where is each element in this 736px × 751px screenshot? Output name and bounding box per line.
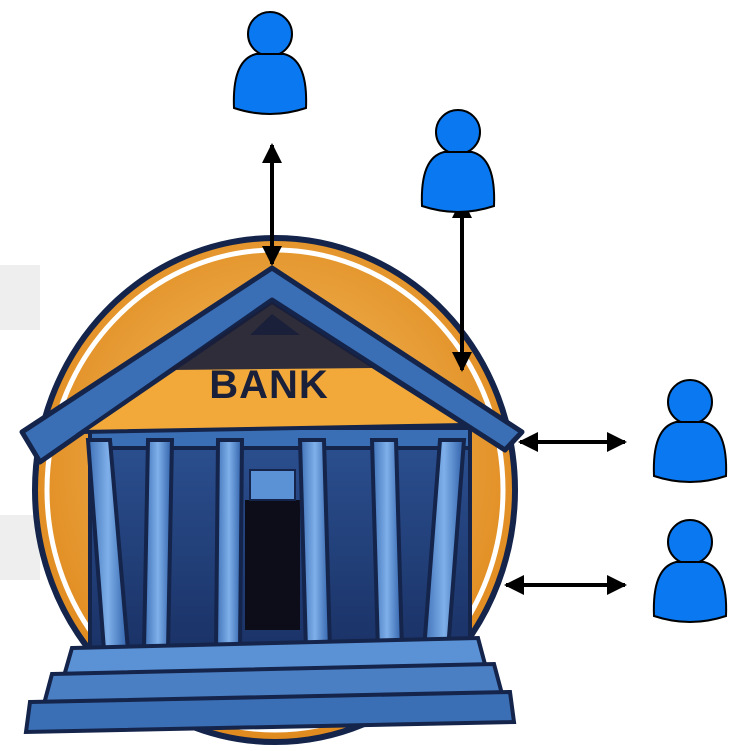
background-strip [0, 515, 40, 580]
bank-steps [23, 635, 517, 735]
background-strip [0, 265, 40, 330]
connection-arrows [262, 143, 627, 595]
bank-label: BANK [209, 363, 329, 407]
bank-columns [85, 438, 467, 652]
person-icon [652, 379, 728, 483]
person-icon [232, 11, 308, 115]
bank-roof [19, 265, 525, 465]
person-icon [652, 519, 728, 623]
bank-building-icon: BANK [19, 235, 525, 745]
person-icon [420, 109, 496, 213]
bank-door-icon [245, 500, 300, 630]
